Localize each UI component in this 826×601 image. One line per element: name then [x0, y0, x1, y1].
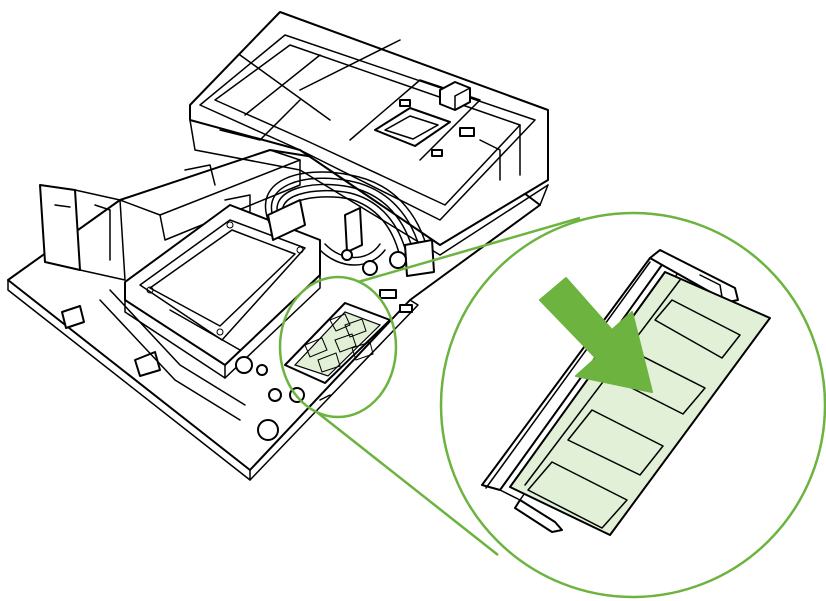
board-edge: [7, 279, 251, 481]
capacitors: [235, 249, 413, 441]
board-dimm-slot: [284, 302, 391, 384]
cable-bundle: [264, 171, 435, 277]
left-bracket: [39, 184, 81, 271]
callout-connector-top: [357, 216, 581, 284]
upper-tray: [189, 11, 549, 246]
callout-source-circle: [278, 275, 398, 419]
zoom-callout: [278, 211, 826, 599]
insert-direction-arrow: [539, 277, 653, 393]
tray-chip: [374, 107, 451, 147]
formatter-board: [7, 11, 549, 481]
callout-connector-bottom: [317, 412, 499, 556]
